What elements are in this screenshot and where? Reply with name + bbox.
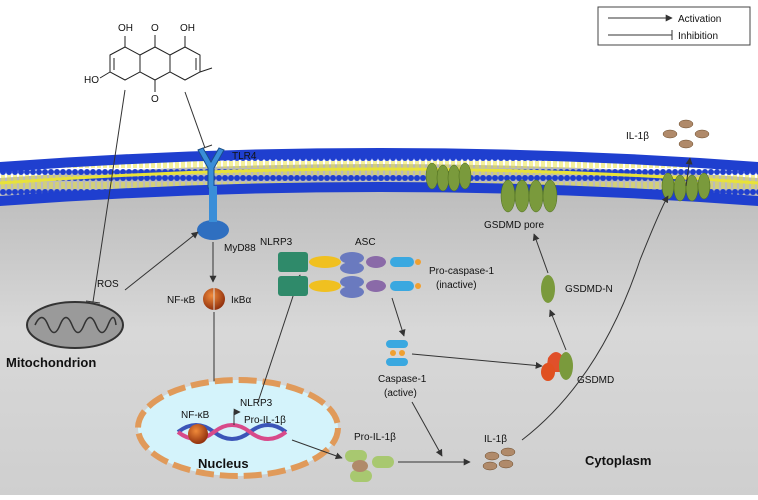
o-label-top: O — [151, 23, 159, 34]
arrow-nucleus-nlrp3 — [257, 274, 302, 403]
gsdmd-pore-label: GSDMD pore — [484, 220, 544, 231]
pro-il1b-shape — [345, 450, 394, 482]
cytoplasm-label: Cytoplasm — [585, 453, 651, 468]
caspase-1-shape — [386, 340, 408, 366]
gsdmd-pore-1 — [425, 162, 472, 192]
nfkb-label: NF-κB — [167, 295, 196, 306]
mitochondrion-label: Mitochondrion — [6, 355, 96, 370]
ho-label: HO — [84, 75, 99, 86]
nlrp3-inflammasome — [278, 252, 421, 298]
mitochondrion-shape — [26, 301, 124, 349]
legend-activation: Activation — [678, 14, 721, 25]
nucleus-shape — [135, 377, 341, 479]
il1b-bottom-label: IL-1β — [484, 434, 507, 445]
cell-membrane — [0, 148, 758, 206]
legend-inhibition: Inhibition — [678, 31, 718, 42]
il1b-intracellular — [482, 447, 516, 471]
inhibition-line-tlr4 — [184, 91, 206, 149]
legend: Activation Inhibition — [597, 6, 751, 46]
pro-il1b-label: Pro-IL-1β — [354, 432, 396, 443]
arrow-il1b-release — [685, 157, 693, 187]
gsdmd-label: GSDMD — [577, 375, 614, 386]
oh-label-1: OH — [118, 23, 133, 34]
nucleus-nfkb-label: NF-κB — [181, 410, 210, 421]
nucleus-nlrp3-label: NLRP3 — [240, 398, 273, 409]
myd88-label: MyD88 — [224, 243, 256, 254]
nfkb-ikba-complex — [203, 288, 225, 310]
gsdmd-n-label: GSDMD-N — [565, 284, 613, 295]
arrow-ros-myd88 — [124, 231, 199, 291]
caspase-label-2: (active) — [384, 388, 417, 399]
transcription-arrow — [233, 408, 241, 425]
il1b-extracellular — [662, 119, 710, 149]
procaspase-label-1: Pro-caspase-1 — [429, 266, 494, 277]
nlrp3-label: NLRP3 — [260, 237, 293, 248]
gsdmd-pore-2 — [500, 179, 558, 213]
inhibition-line-ros — [92, 89, 126, 303]
nucleus-label: Nucleus — [198, 456, 249, 471]
tlr4-receptor — [197, 147, 229, 240]
arrow-nucleus-proil1b — [291, 439, 343, 460]
arrow-gsdmd-gsdmdn — [549, 309, 567, 351]
gsdmd-pore-3 — [661, 172, 711, 202]
arrow-il1b-pore — [521, 195, 669, 441]
asc-label: ASC — [355, 237, 376, 248]
tlr4-label: TLR4 — [232, 151, 257, 162]
arrow-gsdmdn-pore — [532, 233, 549, 274]
arrow-caspase-il1b — [411, 401, 443, 457]
gsdmd-shape — [541, 352, 573, 381]
nucleus-pro-il1b-label: Pro-IL-1β — [244, 415, 286, 426]
caspase-label-1: Caspase-1 — [378, 374, 427, 385]
ros-label: ROS — [97, 279, 119, 290]
o-label-bottom: O — [151, 94, 159, 105]
inhibition-bar-ros — [85, 300, 101, 304]
procaspase-label-2: (inactive) — [436, 280, 477, 291]
il1b-top-label: IL-1β — [626, 131, 649, 142]
emodin-structure — [99, 35, 213, 92]
gsdmd-n-shape — [541, 275, 555, 303]
oh-label-2: OH — [180, 23, 195, 34]
arrow-caspase-gsdmd — [411, 353, 543, 369]
ikba-label: IκBα — [231, 295, 251, 306]
arrow-inflammasome-caspase — [391, 297, 406, 337]
